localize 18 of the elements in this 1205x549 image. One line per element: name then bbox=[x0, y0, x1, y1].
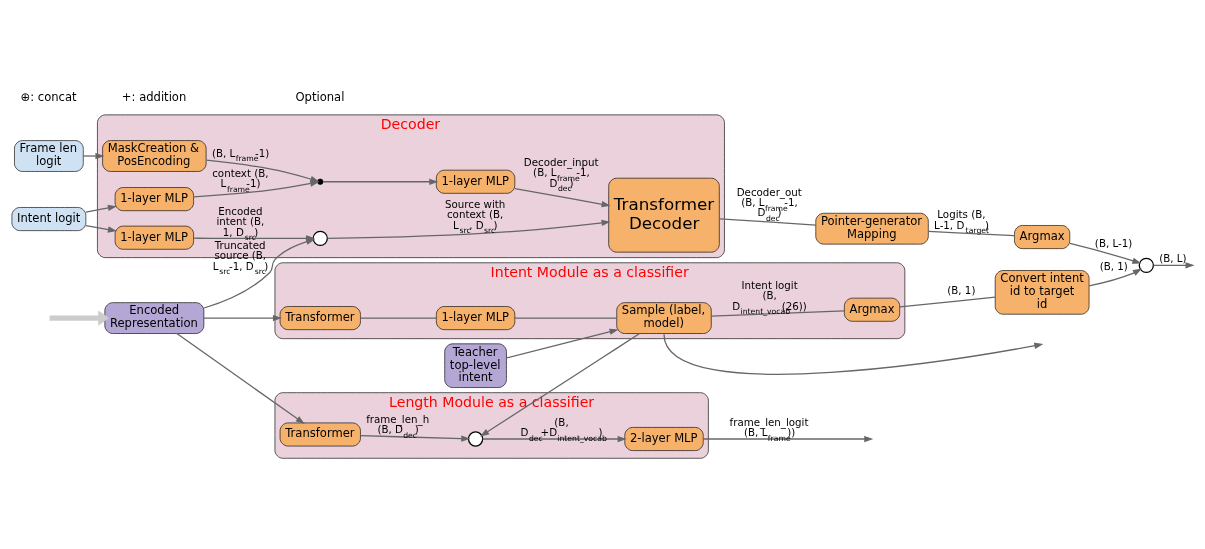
edge-label: Intent logit (B, D$_{intent_vocab}$(26)) bbox=[732, 278, 807, 316]
edge-label: frame_len_h (B, D$_{dec}$) bbox=[366, 412, 430, 440]
edge-label: Decoder_out (B, L$_{frame}$-1, D$_{dec}$) bbox=[736, 185, 802, 223]
edge-label: (B, L-1) bbox=[1094, 236, 1133, 249]
edge-label: Logits (B, L-1, D$_{target}$) bbox=[934, 207, 990, 235]
edge-label: (B, L$_{frame}$-1) bbox=[211, 146, 270, 163]
edge-label: Truncated source (B, L$_{src}$-1, D$_{src}$) bbox=[212, 238, 269, 276]
label: +: addition bbox=[121, 89, 187, 104]
edge-label: frame_len_logit (B, L$_{frame}$)) bbox=[729, 415, 809, 443]
label: Optional bbox=[295, 89, 345, 104]
edge-label: (B, 1) bbox=[947, 283, 976, 296]
edge-label: (B, L) bbox=[1159, 251, 1187, 264]
edge-label: Source with context (B, L$_{src}$, D$_{src}$) bbox=[445, 197, 506, 235]
edge-label: (B, 1) bbox=[1099, 259, 1128, 272]
edge-label: Decoder_input (B, L$_{frame}$-1, D$_{dec}$) bbox=[523, 155, 599, 193]
edge-label: (B, D$_{dec}$+D$_{intent_vocab}$) bbox=[520, 415, 607, 443]
label: ⊕: concat bbox=[20, 89, 77, 104]
edge-label: context (B, L$_{frame}$-1) bbox=[212, 166, 269, 194]
